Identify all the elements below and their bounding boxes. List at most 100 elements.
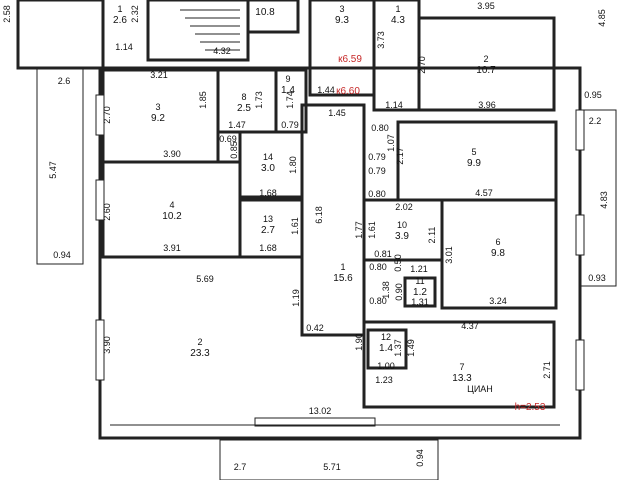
room-number-r3a: 3	[155, 102, 160, 112]
dimension-label: 3.95	[477, 1, 495, 11]
dimension-label: 1.45	[328, 108, 346, 118]
dimension-label: 2.70	[102, 106, 112, 124]
top-room-block	[246, 0, 300, 34]
room-6	[440, 198, 558, 310]
dimension-label: 2.71	[542, 361, 552, 379]
room-number-r11: 11	[415, 276, 424, 286]
dimension-label: 13.02	[309, 406, 332, 416]
dimension-label: 0.93	[588, 273, 606, 283]
dimension-label: 1.49	[406, 339, 416, 357]
room-number-r12: 12	[381, 332, 391, 342]
dimension-label: 2.6	[58, 76, 71, 86]
dimension-label: 0.42	[306, 323, 324, 333]
dimension-label: 0.95	[584, 90, 602, 100]
dimension-label: 0.80	[369, 262, 387, 272]
dimension-label: 4.85	[597, 9, 607, 27]
room-number-r13: 13	[263, 214, 273, 224]
dimension-label: 0.80	[369, 296, 387, 306]
dimension-label: 0.85	[229, 141, 239, 159]
room-area-r9: 1.4	[281, 85, 295, 96]
bottom-balcony	[219, 439, 439, 480]
dimension-label: 0.79	[368, 166, 386, 176]
windows	[95, 94, 585, 427]
dimension-label: 2.70	[417, 56, 427, 74]
dimension-label: 5.47	[48, 161, 58, 179]
room-number-r6: 6	[495, 237, 500, 247]
dimension-label: 4.57	[475, 188, 493, 198]
room-number-r9: 9	[285, 74, 290, 84]
room-7	[362, 320, 556, 409]
dimension-label: 0.80	[368, 189, 386, 199]
room-area-r3b: 9.3	[335, 15, 349, 26]
room-number-r3b: 3	[339, 4, 344, 14]
dimension-label: 4.37	[461, 321, 479, 331]
marker-label: к6.60	[336, 86, 360, 97]
dimension-label: 1.14	[385, 100, 403, 110]
stairs	[180, 9, 240, 51]
left-balcony	[36, 67, 84, 265]
dimension-label: 1.00	[377, 361, 395, 371]
dimension-label: 1.19	[291, 289, 301, 307]
room-area-r13: 2.7	[261, 225, 275, 236]
right-balcony	[579, 109, 617, 287]
dimension-label: 0.69	[219, 134, 237, 144]
room-area-r6: 9.8	[491, 248, 505, 259]
dimension-label: 5.69	[196, 274, 214, 284]
dimension-label: 5.71	[323, 462, 341, 472]
room-number-r1a: 1	[117, 4, 122, 14]
dimension-label: 1.80	[288, 156, 298, 174]
room-11	[403, 276, 437, 308]
dimension-label: 1.37	[393, 339, 403, 357]
dimension-label: 4.83	[599, 191, 609, 209]
room-area-r1b: 4.3	[391, 15, 405, 26]
dimension-label: 2.60	[102, 203, 112, 221]
marker-label: к6.59	[338, 54, 362, 65]
height-label: h=2.53	[515, 402, 546, 413]
dimension-label: 1.21	[410, 264, 428, 274]
room-area-r2a: 10.7	[476, 65, 496, 76]
dimension-label: 6.18	[314, 206, 324, 224]
dimension-label: 2.7	[234, 462, 247, 472]
dimension-label: 1.85	[198, 91, 208, 109]
room-area-r4: 10.2	[162, 211, 182, 222]
dimension-label: 3.73	[376, 31, 386, 49]
dimension-label: 3.96	[478, 100, 496, 110]
room-number-r8: 8	[241, 92, 246, 102]
dimension-label: 1.38	[381, 281, 391, 299]
dimension-label: 3.21	[150, 70, 168, 80]
dimension-label: 3.91	[163, 243, 181, 253]
dimension-label: 0.94	[415, 449, 425, 467]
watermark: ЦИАН	[467, 384, 493, 394]
dimension-label: 0.90	[394, 283, 404, 301]
dimension-label: 0.81	[374, 249, 392, 259]
room-number-r2a: 2	[483, 54, 488, 64]
room-area-r8: 2.5	[237, 103, 251, 114]
dimension-label: 1.23	[375, 375, 393, 385]
dimension-label: 4.32	[213, 46, 231, 56]
dimension-label: 2.17	[395, 147, 405, 165]
dimension-label: 1.73	[254, 91, 264, 109]
dimension-label: 1.61	[290, 217, 300, 235]
dimension-label: 1.68	[259, 188, 277, 198]
room-area-rc: 15.6	[333, 273, 353, 284]
room-area-r3a: 9.2	[151, 113, 165, 124]
dimension-label: 0.50	[393, 254, 403, 272]
room-number-r4: 4	[169, 200, 174, 210]
room-number-r14: 14	[263, 152, 273, 162]
dimension-label: 1.77	[354, 221, 364, 239]
dimension-label: 1.90	[354, 333, 364, 351]
room-area-r10: 3.9	[395, 231, 409, 242]
dimension-label: 1.68	[259, 243, 277, 253]
dimension-label: 3.01	[444, 246, 454, 264]
dimension-label: 1.31	[411, 297, 429, 307]
dimension-label: 2.02	[395, 202, 413, 212]
dimension-label: 2.32	[130, 5, 140, 23]
dimension-label: 2.11	[427, 227, 437, 244]
dimension-label: 3.90	[163, 149, 181, 159]
dimension-label: 1.74	[285, 91, 295, 109]
room-number-r1b: 1	[395, 4, 400, 14]
dimension-label: 0.80	[371, 123, 389, 133]
room-12	[366, 328, 408, 370]
